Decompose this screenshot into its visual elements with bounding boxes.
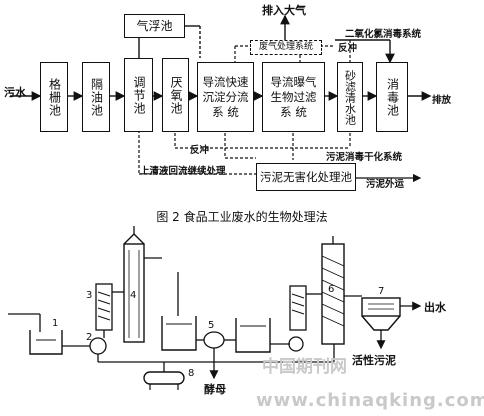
grid-tank: 格栅池 bbox=[40, 62, 68, 132]
label-1: 1 bbox=[52, 318, 59, 329]
watermark-cn: 中国期刊网 bbox=[262, 357, 347, 377]
label-2: 2 bbox=[86, 332, 93, 343]
discharge-label: 排放 bbox=[432, 95, 452, 106]
label-5: 5 bbox=[208, 320, 215, 331]
reflux-label: 上清液回流继续处理 bbox=[140, 166, 226, 177]
backwash-bottom-label: 反冲 bbox=[190, 145, 210, 156]
oil-separation-tank: 隔油池 bbox=[82, 62, 110, 132]
anaerobic-tank: 厌氧池 bbox=[162, 58, 189, 132]
outlet-water-label: 出水 bbox=[424, 301, 446, 314]
yeast-label: 酵母 bbox=[204, 383, 226, 396]
label-8: 8 bbox=[188, 368, 195, 379]
label-7: 7 bbox=[378, 286, 385, 297]
settling-diversion-system: 导流快速 沉淀分流 系 统 bbox=[197, 62, 254, 132]
sand-filter-tank: 砂滤清水池 bbox=[337, 62, 363, 132]
exhaust-label: 排入大气 bbox=[262, 4, 306, 17]
backwash-top-label: 反冲 bbox=[338, 43, 358, 54]
disinfection-tank: 消毒池 bbox=[376, 62, 408, 132]
watermark-url: www.chinaqking.com bbox=[256, 390, 484, 411]
label-3: 3 bbox=[86, 290, 93, 301]
regulating-tank: 调节池 bbox=[124, 58, 153, 132]
sludge-out-label: 污泥外运 bbox=[366, 179, 405, 190]
sludge-dry-label: 污泥消毒干化系统 bbox=[326, 152, 403, 163]
label-6: 6 bbox=[328, 284, 335, 295]
inlet-label: 污水 bbox=[4, 86, 26, 99]
exhaust-treatment-system: 废气处理系统 bbox=[250, 40, 322, 55]
air-flotation-tank: 气浮池 bbox=[124, 14, 185, 38]
sludge-treatment-tank: 污泥无害化处理池 bbox=[256, 163, 356, 191]
figure-caption: 图 2 食品工业废水的生物处理法 bbox=[156, 210, 328, 224]
aeration-biofilter-system: 导流曝气 生物过滤 系 统 bbox=[262, 62, 325, 132]
active-sludge-label: 活性污泥 bbox=[352, 354, 396, 367]
label-4: 4 bbox=[130, 290, 137, 301]
chlorine-system-label: 二氧化氯消毒系统 bbox=[345, 29, 422, 40]
